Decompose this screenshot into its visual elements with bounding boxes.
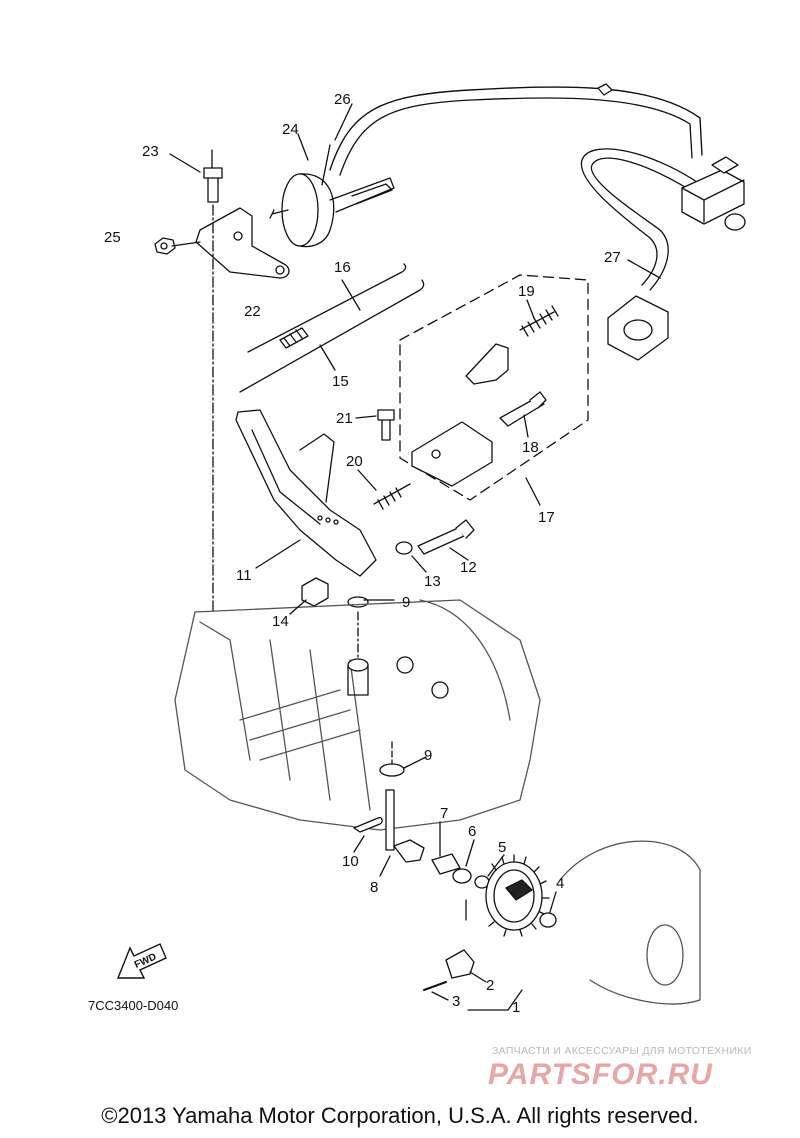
callout-2: 2 xyxy=(486,977,494,994)
bolt-23 xyxy=(203,167,223,203)
washer-9-lower xyxy=(379,763,405,777)
watermark-logo: PARTSFOR.RU xyxy=(488,1058,713,1091)
callout-24: 24 xyxy=(282,121,299,138)
lever-11 xyxy=(235,409,377,577)
callout-1: 1 xyxy=(512,999,520,1016)
callout-6: 6 xyxy=(468,823,476,840)
collar-7 xyxy=(431,853,461,875)
watermark-caption: ЗАПЧАСТИ И АКСЕССУАРЫ ДЛЯ МОТОТЕХНИКИ xyxy=(492,1045,752,1057)
weight-2 xyxy=(445,949,475,979)
callout-17: 17 xyxy=(538,509,555,526)
callout-9-upper: 9 xyxy=(402,594,410,611)
vacuum-hose-26 xyxy=(329,86,703,171)
bracket-22 xyxy=(195,207,290,279)
fwd-arrow-icon: FWD xyxy=(116,943,167,979)
governor-gear-1 xyxy=(485,854,550,937)
callout-8: 8 xyxy=(370,879,378,896)
callout-15: 15 xyxy=(332,373,349,390)
drawing-code: 7CC3400-D040 xyxy=(88,998,179,1013)
shaft-8 xyxy=(385,789,425,863)
callout-13: 13 xyxy=(424,573,441,590)
callout-25: 25 xyxy=(104,229,121,246)
callout-3: 3 xyxy=(452,993,460,1010)
crankcase xyxy=(174,599,541,831)
intake-flange xyxy=(607,295,669,361)
washer-4 xyxy=(539,912,557,928)
block-14 xyxy=(301,577,329,607)
washer-6 xyxy=(452,868,472,884)
callout-9-lower: 9 xyxy=(424,747,432,764)
link-rod-15 xyxy=(239,279,425,393)
link-rod-16 xyxy=(247,263,407,353)
callout-27: 27 xyxy=(604,249,621,266)
nut-25 xyxy=(154,237,176,255)
callout-19: 19 xyxy=(518,283,535,300)
callout-4: 4 xyxy=(556,875,564,892)
bolt-21 xyxy=(377,409,395,441)
callout-18: 18 xyxy=(522,439,539,456)
sub-assembly-box-17 xyxy=(399,274,589,501)
callout-10: 10 xyxy=(342,853,359,870)
washer-13 xyxy=(395,541,413,555)
bolt-12 xyxy=(417,519,475,555)
callout-21: 21 xyxy=(336,410,353,427)
spring-19 xyxy=(519,305,559,337)
hose-27 xyxy=(590,157,691,291)
callout-11: 11 xyxy=(236,567,252,584)
spring-20 xyxy=(373,483,411,510)
vacuum-valve xyxy=(681,156,746,231)
actuator-24 xyxy=(269,144,395,248)
bolt-18 xyxy=(499,391,547,427)
callout-23: 23 xyxy=(142,143,159,160)
callout-26: 26 xyxy=(334,91,351,108)
pin-3 xyxy=(423,981,447,991)
copyright-notice: ©2013 Yamaha Motor Corporation, U.S.A. A… xyxy=(101,1103,699,1128)
exploded-view-diagram: FWD 1 2 3 4 5 6 7 8 9 9 10 11 12 13 14 1… xyxy=(104,83,746,1016)
clip-10 xyxy=(353,816,383,833)
callout-7: 7 xyxy=(440,805,448,822)
callout-5: 5 xyxy=(498,839,506,856)
callout-20: 20 xyxy=(346,453,363,470)
callout-12: 12 xyxy=(460,559,477,576)
callout-22: 22 xyxy=(244,303,261,320)
callout-14: 14 xyxy=(272,613,289,630)
callout-16: 16 xyxy=(334,259,351,276)
case-cover xyxy=(559,840,701,1005)
